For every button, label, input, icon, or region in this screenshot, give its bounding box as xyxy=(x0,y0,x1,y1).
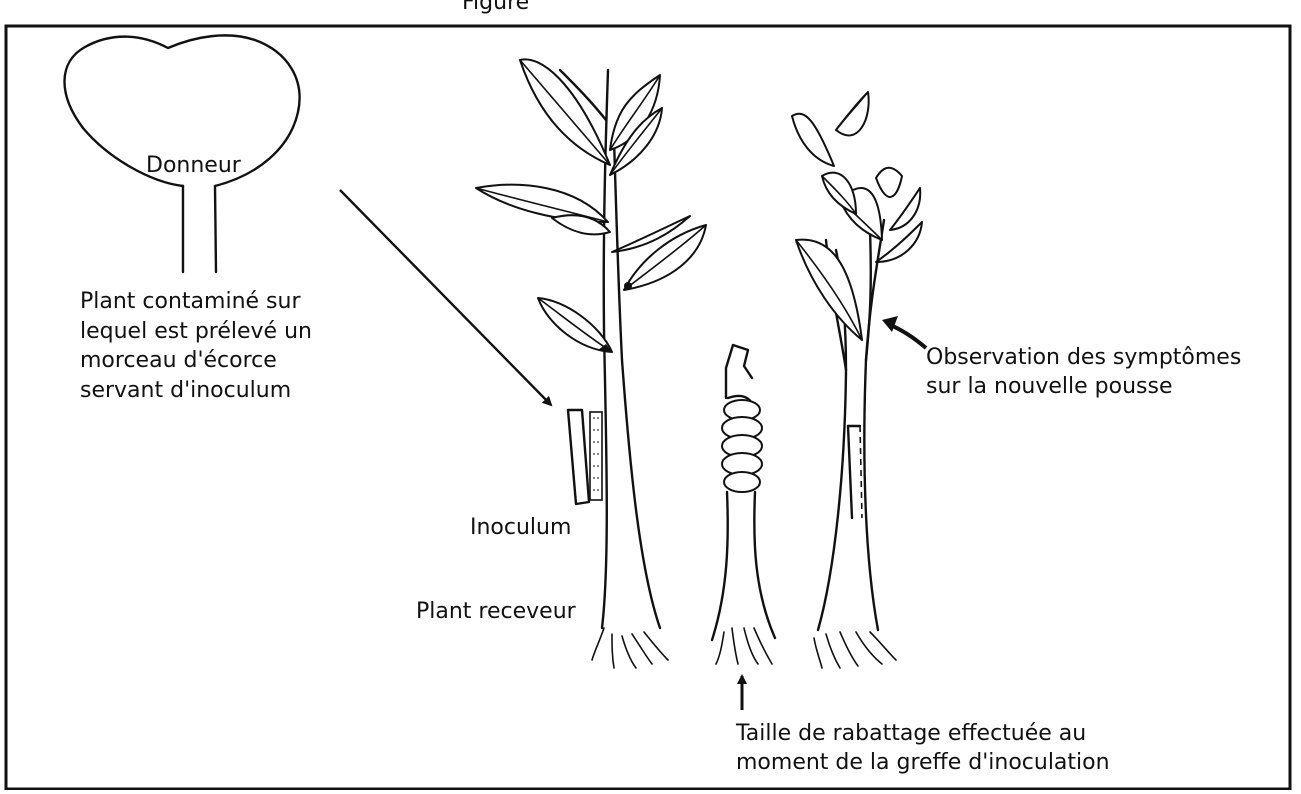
donor-description: Plant contaminé sur lequel est prélevé u… xyxy=(80,289,312,403)
figure-caption: Figure xyxy=(462,0,529,15)
receiver-label: Plant receveur xyxy=(416,599,577,624)
donor-description-line-2: lequel est prélevé un xyxy=(80,319,312,344)
pruned-stump xyxy=(712,345,775,664)
donor-description-line-4: servant d'inoculum xyxy=(80,378,291,403)
donor-description-line-3: morceau d'écorce xyxy=(80,348,277,373)
transfer-arrow xyxy=(340,190,551,405)
observation-label-line-1: Observation des symptômes xyxy=(926,345,1241,370)
donor-description-line-1: Plant contaminé sur xyxy=(80,289,301,314)
observation-label-line-2: sur la nouvelle pousse xyxy=(926,374,1173,399)
observed-plant xyxy=(792,92,922,668)
pruning-label-line-2: moment de la greffe d'inoculation xyxy=(736,750,1110,775)
inoculum-strip xyxy=(568,410,589,504)
pruning-label-line-1: Taille de rabattage effectuée au xyxy=(735,721,1086,746)
donor-label: Donneur xyxy=(146,153,242,178)
inoculum-label: Inoculum xyxy=(470,515,571,540)
